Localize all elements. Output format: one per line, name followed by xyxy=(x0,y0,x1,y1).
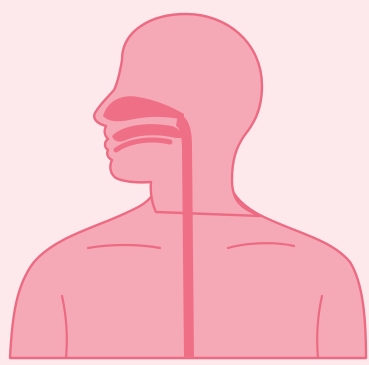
anatomy-illustration xyxy=(0,0,369,365)
illustration-canvas xyxy=(0,0,369,365)
